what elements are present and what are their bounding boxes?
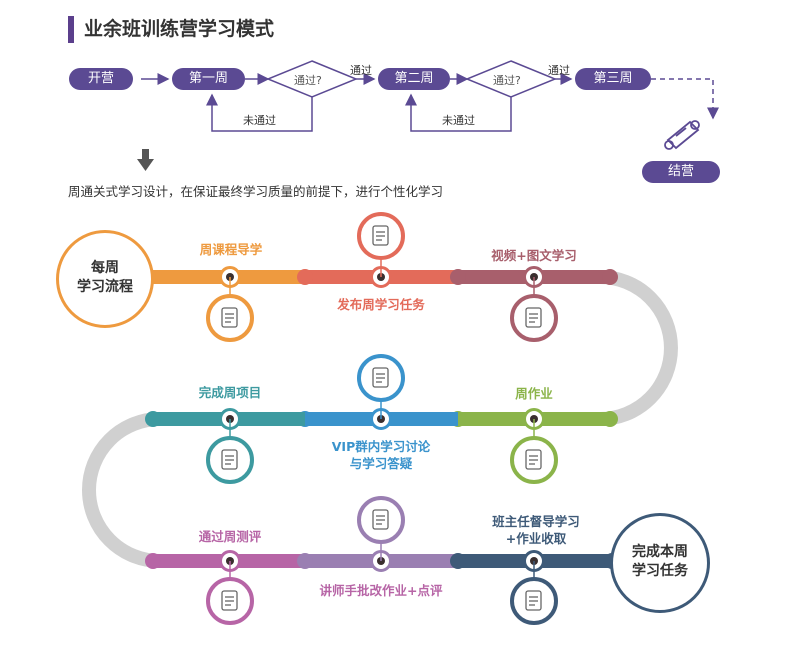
week2-node: 第二周 bbox=[378, 68, 450, 90]
icon-glyph-frame bbox=[372, 509, 389, 530]
step-label-test: 通过周测评 bbox=[198, 529, 262, 544]
lightbulb-idea-icon-glyph bbox=[372, 367, 389, 388]
end-camp-node: 结营 bbox=[642, 161, 720, 183]
calendar-icon-glyph bbox=[372, 225, 389, 246]
video-player-icon-glyph bbox=[525, 307, 542, 328]
step-label-supervision-line2: +作业收取 bbox=[505, 531, 567, 546]
track-joint-dot bbox=[145, 411, 161, 427]
fail-label-1: 未通过 bbox=[243, 114, 276, 127]
fail-loop-1 bbox=[206, 93, 313, 132]
track-joint-dot bbox=[297, 269, 313, 285]
design-note: 周通关式学习设计，在保证最终学习质量的前提下，进行个性化学习 bbox=[68, 184, 444, 199]
step-label-vip-line2: 与学习答疑 bbox=[349, 456, 413, 471]
fail-label-2: 未通过 bbox=[442, 114, 475, 127]
step-label-vip-discussion: VIP群内学习讨论 与学习答疑 bbox=[332, 438, 431, 472]
start-camp-node: 开营 bbox=[69, 68, 133, 90]
icon-glyph-frame bbox=[372, 367, 389, 388]
step-label-course-guide: 周课程导学 bbox=[199, 242, 263, 257]
title-accent-bar bbox=[68, 16, 74, 43]
step-label-video-study: 视频+图文学习 bbox=[491, 248, 577, 263]
process-end-line1: 完成本周 bbox=[632, 544, 688, 560]
icon-glyph-frame bbox=[221, 307, 238, 328]
track-joint-dot bbox=[450, 269, 466, 285]
process-end-line2: 学习任务 bbox=[632, 563, 688, 579]
diploma-scroll-icon bbox=[664, 120, 700, 150]
pass-label-2: 通过 bbox=[548, 64, 570, 77]
pie-chart-icon-glyph bbox=[372, 509, 389, 530]
icon-glyph-frame bbox=[525, 449, 542, 470]
clipboard-icon-glyph bbox=[221, 449, 238, 470]
track-curve-right bbox=[599, 270, 678, 426]
document-edit-icon-glyph bbox=[221, 307, 238, 328]
icon-glyph-frame bbox=[221, 590, 238, 611]
test-check-icon-glyph bbox=[221, 590, 238, 611]
weekly-process-end-circle bbox=[610, 513, 710, 613]
page-title: 业余班训练营学习模式 bbox=[84, 18, 275, 40]
icon-glyph-frame bbox=[221, 449, 238, 470]
checklist-icon-glyph bbox=[525, 449, 542, 470]
hand-document-icon-glyph bbox=[525, 590, 542, 611]
process-start-line2: 学习流程 bbox=[77, 279, 133, 295]
track-joint-dot bbox=[297, 553, 313, 569]
fail-loop-2 bbox=[405, 93, 512, 132]
process-end-label: 完成本周 学习任务 bbox=[632, 543, 688, 581]
pass-label-1: 通过 bbox=[350, 64, 372, 77]
step-label-project: 完成周项目 bbox=[198, 385, 262, 400]
week3-node: 第三周 bbox=[575, 68, 651, 90]
track-joint-dot bbox=[450, 553, 466, 569]
process-start-line1: 每周 bbox=[91, 260, 119, 276]
step-label-supervision-line1: 班主任督导学习 bbox=[492, 514, 580, 529]
decision-label-2: 通过? bbox=[493, 74, 521, 87]
step-label-supervision: 班主任督导学习 +作业收取 bbox=[492, 513, 580, 547]
decision-label-1: 通过? bbox=[294, 74, 322, 87]
dashed-arrow-week3-end bbox=[651, 78, 719, 120]
process-start-label: 每周 学习流程 bbox=[77, 259, 133, 297]
step-label-publish-tasks: 发布周学习任务 bbox=[337, 297, 425, 312]
step-label-vip-line1: VIP群内学习讨论 bbox=[331, 439, 431, 454]
icon-glyph-frame bbox=[525, 590, 542, 611]
weekly-process-start-circle bbox=[56, 230, 154, 328]
week1-node: 第一周 bbox=[172, 68, 245, 90]
track-joint-dot bbox=[145, 553, 161, 569]
step-label-grading: 讲师手批改作业+点评 bbox=[319, 583, 443, 598]
track-joint-dot bbox=[602, 269, 618, 285]
step-label-homework: 周作业 bbox=[515, 386, 553, 401]
down-arrow-icon bbox=[137, 149, 154, 171]
track-curve-left bbox=[82, 412, 161, 568]
icon-glyph-frame bbox=[372, 225, 389, 246]
track-joint-dot bbox=[602, 411, 618, 427]
icon-glyph-frame bbox=[525, 307, 542, 328]
